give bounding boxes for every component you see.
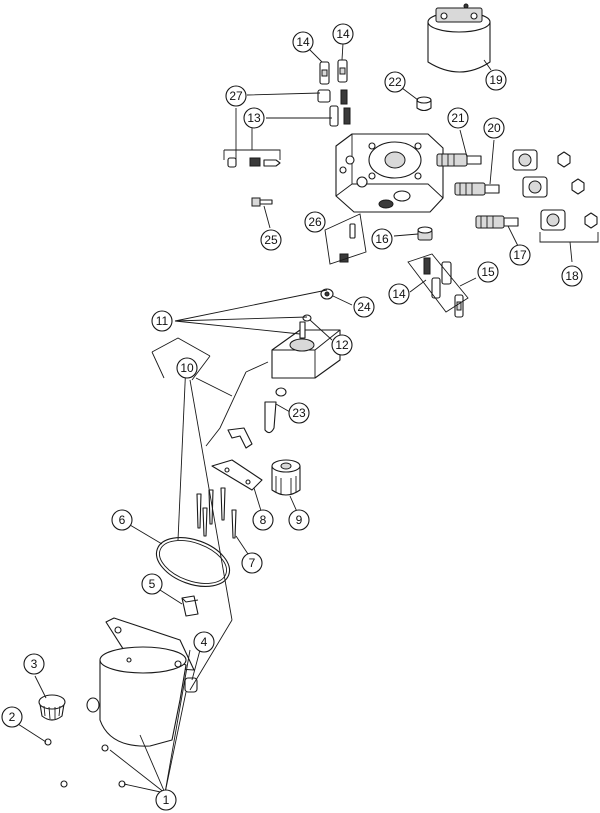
- svg-text:17: 17: [513, 248, 527, 262]
- part-17-cartridge-valve: [475, 215, 519, 229]
- callout-3: 3: [23, 653, 45, 675]
- callout-17: 17: [509, 244, 531, 266]
- svg-text:9: 9: [296, 513, 303, 527]
- callout-7: 7: [241, 552, 263, 574]
- part-2-screws: [44, 738, 126, 788]
- part-pump-housing: [271, 321, 341, 379]
- part-1-reservoir-tank: [86, 617, 195, 747]
- part-9-filter: [271, 459, 301, 496]
- callout-16: 16: [371, 228, 393, 250]
- part-25-bolt: [251, 197, 273, 207]
- callout-11: 11: [151, 310, 173, 332]
- part-20-cartridge-valve: [454, 182, 500, 196]
- part-26-pin: [339, 223, 356, 263]
- part-21-cartridge-valve: [436, 153, 482, 167]
- callout-8: 8: [252, 509, 274, 531]
- svg-text:20: 20: [487, 121, 501, 135]
- part-6-o-ring: [155, 537, 231, 587]
- svg-text:15: 15: [481, 265, 495, 279]
- svg-text:23: 23: [292, 406, 306, 420]
- callout-9: 9: [288, 509, 310, 531]
- part-bracket: [227, 427, 253, 449]
- callout-5: 5: [141, 573, 163, 595]
- callout-14-lower: 14: [388, 283, 410, 305]
- part-16-plug: [417, 226, 433, 241]
- svg-text:12: 12: [335, 338, 349, 352]
- svg-text:25: 25: [264, 233, 278, 247]
- part-23-suction-tube: [264, 387, 287, 434]
- svg-text:22: 22: [388, 75, 402, 89]
- callout-13: 13: [243, 107, 265, 129]
- svg-text:7: 7: [249, 556, 256, 570]
- part-18-solenoid-coils: [512, 149, 598, 231]
- callout-27: 27: [225, 85, 247, 107]
- callout-18: 18: [561, 265, 583, 287]
- svg-text:13: 13: [247, 111, 261, 125]
- part-5-block: [181, 595, 199, 617]
- callout-23: 23: [288, 402, 310, 424]
- callout-14-upper-left: 14: [292, 31, 314, 53]
- callout-6: 6: [111, 509, 133, 531]
- callout-10: 10: [176, 357, 198, 379]
- callout-21: 21: [447, 107, 469, 129]
- svg-text:18: 18: [565, 269, 579, 283]
- svg-text:11: 11: [156, 314, 169, 328]
- svg-text:1: 1: [163, 793, 170, 807]
- part-22-cap: [416, 96, 432, 112]
- callout-2: 2: [1, 706, 23, 728]
- part-14-15-valve-group-lower: [423, 257, 464, 318]
- part-4-fitting: [184, 677, 198, 693]
- svg-text:21: 21: [451, 111, 465, 125]
- svg-text:16: 16: [375, 232, 389, 246]
- leader-lines: [17, 42, 599, 794]
- svg-text:2: 2: [9, 710, 16, 724]
- callout-1: 1: [155, 789, 177, 811]
- callout-25: 25: [260, 229, 282, 251]
- callout-14-upper-right: 14: [332, 23, 354, 45]
- svg-text:10: 10: [180, 361, 194, 375]
- svg-text:3: 3: [31, 657, 38, 671]
- part-24-washer: [320, 288, 334, 300]
- callout-15: 15: [477, 261, 499, 283]
- part-8-gasket-plate: [211, 459, 263, 491]
- svg-text:27: 27: [229, 89, 243, 103]
- svg-text:24: 24: [357, 300, 371, 314]
- part-valve-manifold-block: [335, 133, 444, 213]
- svg-text:8: 8: [260, 513, 267, 527]
- svg-text:26: 26: [308, 215, 322, 229]
- svg-text:4: 4: [201, 635, 208, 649]
- part-13-plugs: [227, 157, 281, 168]
- svg-text:6: 6: [119, 513, 126, 527]
- part-19-solenoid-motor: [427, 3, 491, 73]
- callout-19: 19: [485, 69, 507, 91]
- part-7-bolts: [196, 487, 237, 539]
- part-14-check-valves-upper: [317, 59, 351, 127]
- callout-12: 12: [331, 334, 353, 356]
- part-3-filler-cap: [38, 694, 66, 721]
- svg-text:19: 19: [489, 73, 503, 87]
- callout-22: 22: [384, 71, 406, 93]
- svg-text:14: 14: [392, 287, 406, 301]
- svg-text:5: 5: [149, 577, 156, 591]
- callout-4: 4: [193, 631, 215, 653]
- svg-text:14: 14: [336, 27, 350, 41]
- callout-20: 20: [483, 117, 505, 139]
- callout-26: 26: [304, 211, 326, 233]
- callout-24: 24: [353, 296, 375, 318]
- svg-text:14: 14: [296, 35, 310, 49]
- part-12-washer: [302, 314, 312, 322]
